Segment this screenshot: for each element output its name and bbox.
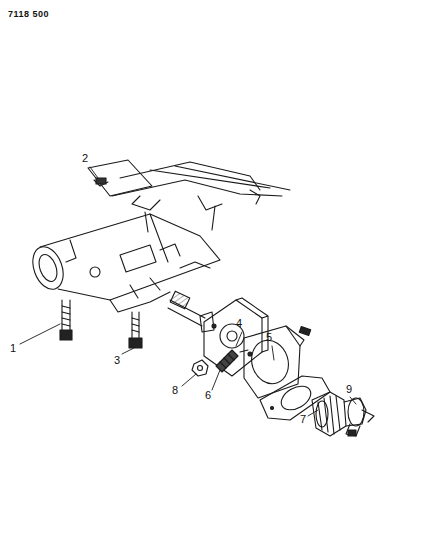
- callout-number: 7: [300, 414, 306, 425]
- nut: [192, 360, 208, 376]
- callout-number: 1: [10, 343, 16, 354]
- callout-number: 3: [114, 355, 120, 366]
- callout-number: 2: [82, 153, 88, 164]
- callout-number: 6: [205, 390, 211, 401]
- flange-plate: [204, 298, 268, 376]
- leader-line: [20, 167, 356, 416]
- boot: [312, 392, 366, 436]
- callout-number: 4: [236, 318, 242, 329]
- bolt: [216, 350, 238, 372]
- bolt: [129, 312, 142, 348]
- bolt: [60, 300, 72, 340]
- callout-number: 9: [346, 384, 352, 395]
- drawing-code: 7118 500: [8, 10, 49, 19]
- column-tube: [27, 214, 220, 312]
- clamp: [346, 398, 374, 436]
- intermediate-shaft: [168, 291, 214, 332]
- callout-number: 5: [266, 332, 272, 343]
- mounting-bracket: [88, 160, 290, 232]
- callout-number: 8: [172, 385, 178, 396]
- housing: [240, 326, 311, 398]
